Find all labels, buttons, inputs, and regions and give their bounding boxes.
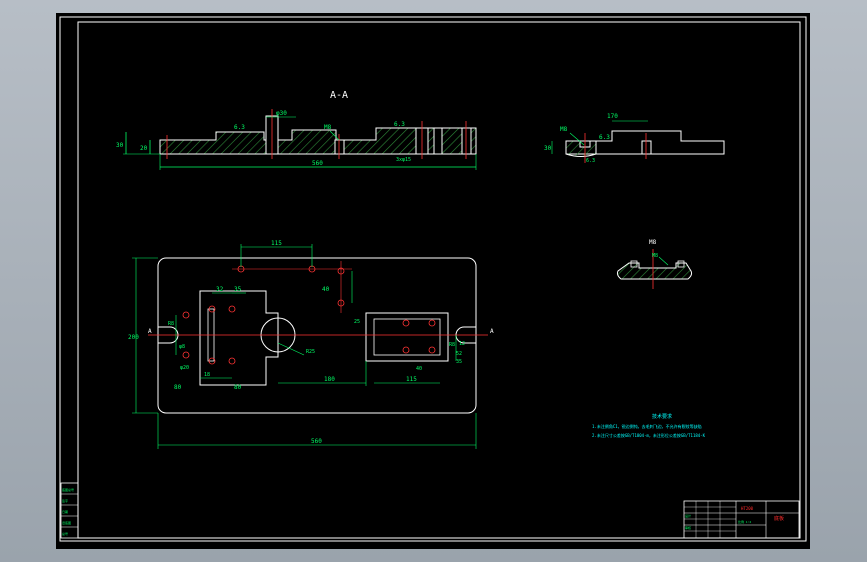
plan-hole: [208, 357, 216, 365]
dim-section-hole-label: M8: [324, 124, 332, 131]
section-body-hatched: [159, 127, 477, 155]
section-view-title: A-A: [330, 90, 348, 101]
plan-view-right-pocket: [365, 312, 449, 362]
technical-notes: 技术要求 1.未注倒角C1，锐边倒钝，去毛刺飞边，不允许有裂纹等缺陷 2.未注尺…: [592, 413, 706, 438]
section-hole-2: [334, 139, 345, 155]
dim-plan-bottom-mid: 80: [234, 384, 242, 391]
left-stamp-frame: [60, 482, 79, 539]
dim-side-roughness-bottom: 6.3: [586, 158, 595, 164]
plan-view-outline: [157, 257, 477, 414]
dim-section-slot: φ30: [276, 110, 287, 117]
plan-hole: [228, 357, 236, 365]
notes-line-1: 1.未注倒角C1，锐边倒钝，去毛刺飞边，不允许有裂纹等缺陷: [592, 423, 702, 429]
dim-detail-side: M8: [652, 253, 658, 259]
dim-section-inner: 20: [140, 145, 148, 152]
dim-detail-side-leader: [658, 256, 669, 266]
title-block-frame: [683, 500, 800, 539]
dim-plan-left-r: R8: [168, 321, 174, 327]
stamp-l5: 总号: [62, 531, 68, 536]
dim-plan-left-phi: φ8: [179, 344, 185, 350]
dim-plan-bottom-right: 115: [406, 376, 417, 383]
plan-hole: [182, 311, 190, 319]
dim-plan-bottom-left: 80: [174, 384, 182, 391]
section-hole-4: [433, 127, 443, 155]
dim-section-length: 560: [312, 160, 323, 167]
left-stamp: 底图总号 签字 日期 旧底图 总号: [60, 482, 79, 539]
section-mark-right: A: [490, 328, 494, 335]
title-block: HT200 底板 比例 1:2 设计 审核: [683, 500, 800, 539]
dim-plan-bottom-span: 180: [324, 376, 335, 383]
plan-hole: [182, 351, 190, 359]
section-hole-5: [461, 127, 472, 155]
title-block-scale: 比例 1:2: [738, 519, 751, 524]
plan-hole: [402, 319, 410, 327]
plan-hole: [337, 299, 345, 307]
section-view: 560 30 20 φ30 6.3 6.3 M8 3xφ15: [116, 109, 477, 170]
side-view: 170 30 M8 6.3 6.3: [544, 113, 725, 164]
dim-plan-right-r: R8: [449, 342, 455, 348]
dim-plan-bottom-right2: 40: [416, 366, 422, 372]
dim-plan-width-a: 32: [216, 286, 224, 293]
title-block-drawn: 设计: [685, 513, 691, 518]
plan-hole: [428, 346, 436, 354]
title-block-material: HT200: [741, 506, 754, 511]
side-view-hole: [641, 140, 652, 155]
plan-view-right-inner: [373, 318, 441, 356]
dim-side-roughness: 6.3: [599, 134, 610, 141]
plan-dim-line: [277, 342, 305, 356]
dim-section-roughness-1: 6.3: [234, 124, 245, 131]
dim-plan-right-side: 52: [456, 351, 462, 357]
stamp-l1: 底图总号: [62, 487, 74, 492]
plan-view-left-pocket: [199, 290, 279, 386]
dim-side-top: 170: [607, 113, 618, 120]
plan-dimension-lines: [132, 244, 477, 449]
plan-view: 115 32 35 40 25 200 R8 R8 φ8 φ20 80 18 8…: [128, 240, 494, 449]
dim-plan-vert-small2: 25: [354, 319, 360, 325]
plan-hole: [228, 305, 236, 313]
stamp-l3: 日期: [62, 509, 68, 514]
dim-plan-right-side2: 35: [456, 359, 462, 365]
dim-section-roughness-2: 6.3: [394, 121, 405, 128]
dim-plan-bottom-small: 18: [204, 372, 210, 378]
dim-section-bottom-note: 3xφ15: [396, 157, 411, 163]
dim-plan-height: 200: [128, 334, 139, 341]
notes-line-2: 2.未注尺寸公差按GB/T1804-m，未注形位公差按GB/T1184-K: [592, 432, 706, 438]
sheet-inner-border: [77, 21, 801, 539]
title-block-part-name: 底板: [774, 515, 784, 522]
dim-plan-left-phi2: φ20: [180, 365, 189, 371]
dim-section-hole-leader: [329, 130, 340, 141]
plan-hole: [208, 305, 216, 313]
dim-plan-width-b: 35: [234, 286, 242, 293]
drawing-sheet: A-A 560 30: [56, 13, 810, 549]
drawing-canvas: A-A 560 30: [59, 16, 807, 542]
dim-side-height: 30: [544, 145, 552, 152]
dim-side-hole-label: M8: [560, 126, 568, 133]
dim-plan-overall-width: 560: [311, 438, 322, 445]
dim-plan-top-span: 115: [271, 240, 282, 247]
side-view-hatched-section: [565, 140, 597, 157]
sheet-outer-border: [59, 16, 807, 542]
plan-hole: [428, 319, 436, 327]
detail-view-tab-left: [630, 260, 638, 268]
detail-view-tab-right: [677, 260, 685, 268]
plan-hole: [402, 346, 410, 354]
title-block-check: 审核: [685, 525, 691, 530]
plan-hole: [337, 267, 345, 275]
dim-plan-right-v: 12: [459, 341, 465, 347]
detail-view-hatched-section: [616, 262, 693, 280]
dim-plan-vert-small: 40: [322, 286, 330, 293]
detail-view: M8 M8: [616, 239, 693, 289]
plan-holes: [182, 265, 436, 365]
dim-side-hole-leader: [569, 132, 585, 146]
dim-section-height: 30: [116, 142, 124, 149]
section-mark-left: A: [148, 328, 152, 335]
dim-detail-top: M8: [649, 239, 657, 246]
notes-title: 技术要求: [652, 413, 672, 420]
stamp-l2: 签字: [62, 498, 68, 503]
dim-plan-boss-r: R25: [306, 349, 315, 355]
side-view-outline: [565, 130, 725, 155]
stamp-l4: 旧底图: [62, 520, 71, 525]
